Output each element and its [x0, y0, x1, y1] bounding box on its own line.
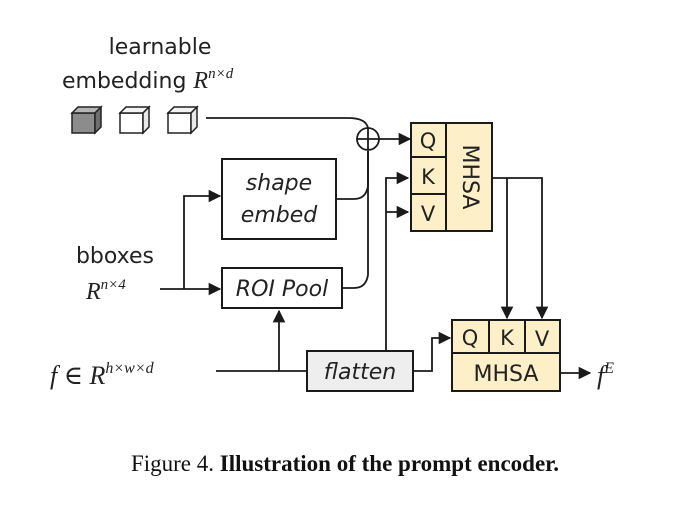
- mhsa1-q: Q: [420, 129, 437, 153]
- shape-embed-box: [221, 158, 337, 240]
- mhsa-main: [451, 352, 561, 392]
- query-slot: [410, 122, 447, 158]
- add-operator: [356, 127, 380, 151]
- feature-label: f ∈ Rh×w×d: [50, 360, 155, 390]
- flatten-box: [306, 350, 414, 392]
- mhsa2-label: MHSA: [474, 362, 539, 387]
- bboxes-label: bboxes: [76, 244, 154, 269]
- mhsa-block-1: [410, 122, 493, 232]
- mhsa2-v: V: [535, 327, 550, 351]
- learnable-label-line1: learnable: [109, 35, 212, 60]
- mhsa2-q: Q: [462, 326, 479, 350]
- mhsa1-k: K: [421, 165, 436, 189]
- mhsa2-k: K: [500, 326, 515, 350]
- cube-icon: [166, 105, 199, 135]
- roi-pool-box: [221, 267, 343, 309]
- cube-icon: [70, 105, 103, 135]
- shape-embed-label-line1: shape: [246, 171, 312, 196]
- shape-embed-label-line2: embed: [241, 203, 318, 228]
- roi-pool-label: ROI Pool: [236, 277, 328, 302]
- flatten-label: flatten: [324, 360, 396, 385]
- learnable-label-line2: embedding Rn×d: [62, 66, 234, 94]
- mhsa1-v: V: [421, 202, 436, 226]
- mhsa-block-2: [451, 319, 561, 392]
- mhsa1-label: MHSA: [457, 145, 482, 210]
- output-label: fE: [597, 360, 614, 390]
- value-slot: [410, 193, 447, 232]
- cube-icon: [118, 105, 151, 135]
- mhsa-main: [445, 122, 493, 232]
- figure-caption: Figure 4. Illustration of the prompt enc…: [131, 451, 559, 476]
- bboxes-dims: Rn×4: [85, 277, 126, 305]
